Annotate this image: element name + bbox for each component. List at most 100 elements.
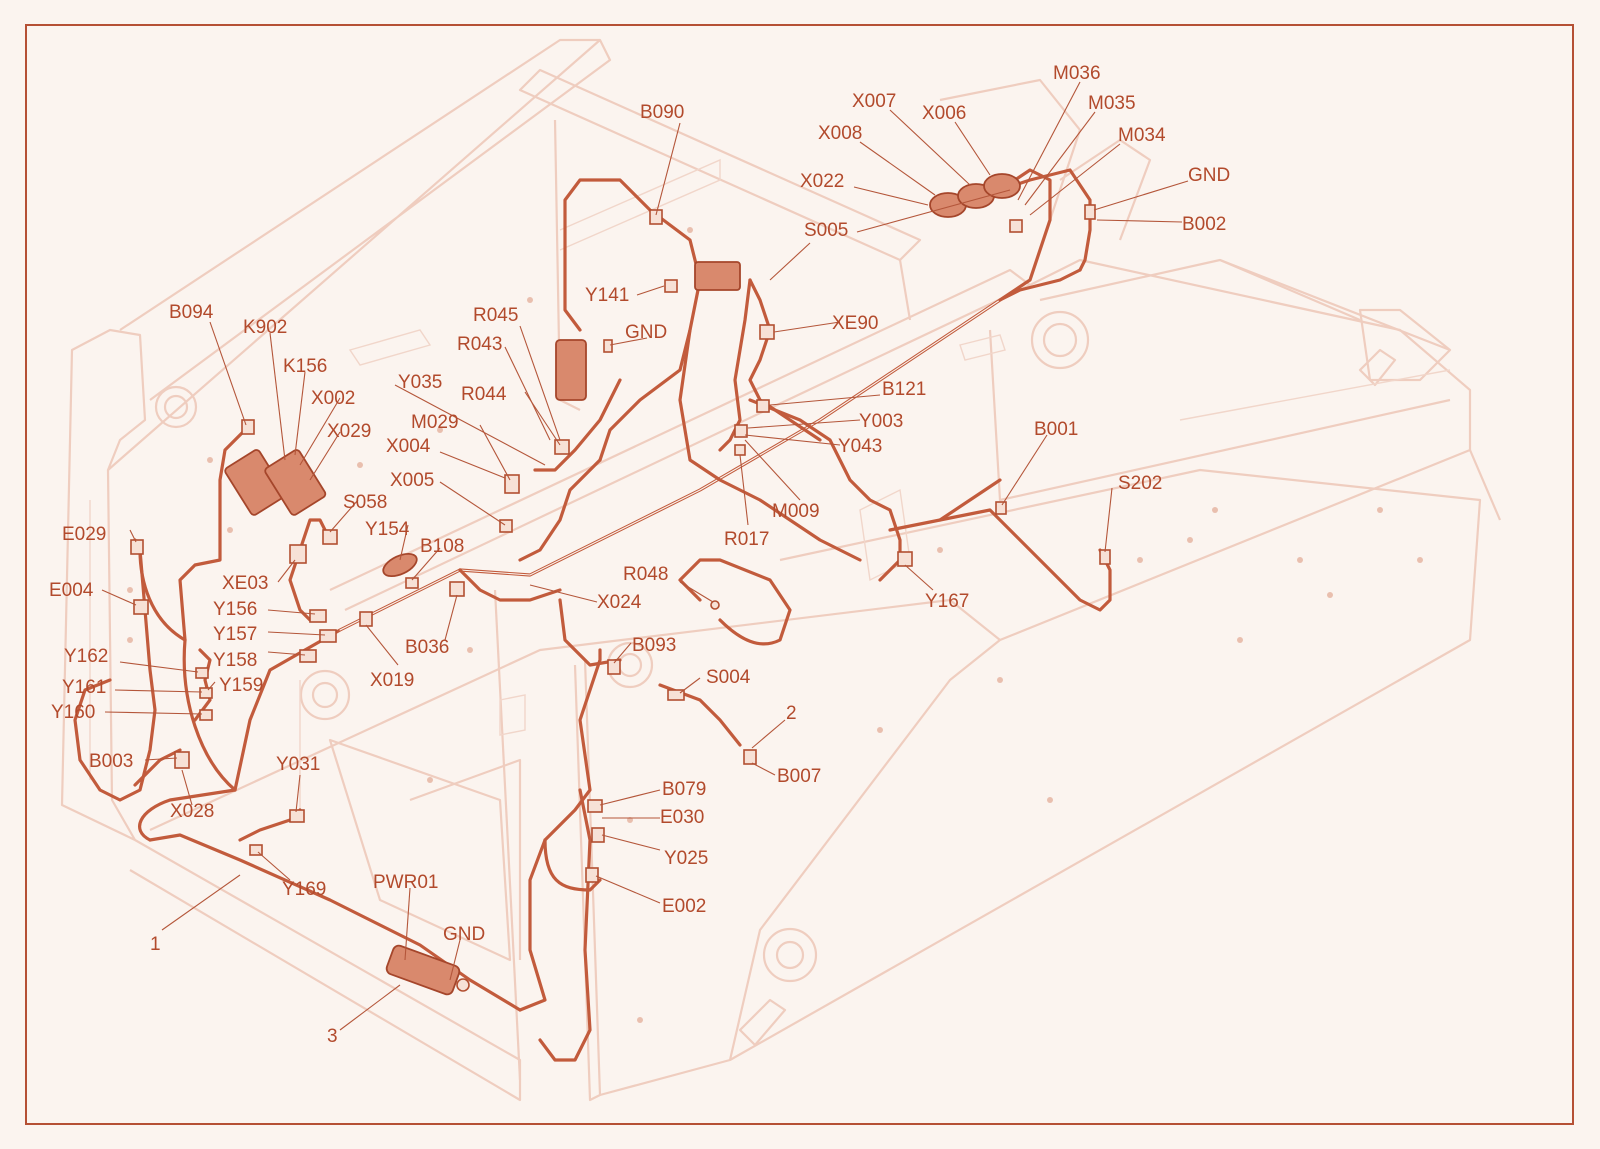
label-x022: X022 — [800, 171, 844, 192]
label-y158: Y158 — [213, 650, 257, 671]
label-callout-3: 3 — [327, 1026, 338, 1047]
y154-solenoid — [382, 552, 418, 578]
xe03-connector — [289, 544, 307, 564]
y003-connector — [734, 424, 748, 438]
label-r043: R043 — [457, 334, 502, 355]
label-s004: S004 — [706, 667, 751, 688]
leader-lines — [101, 81, 1189, 1031]
s202-connector — [1099, 549, 1111, 565]
label-b001: B001 — [1034, 419, 1078, 440]
label-s005: S005 — [804, 220, 848, 241]
y160-connector — [199, 709, 213, 721]
b002-connector — [1084, 204, 1096, 220]
label-x005: X005 — [390, 470, 434, 491]
x005-connector — [499, 519, 513, 533]
e004-connector — [133, 599, 149, 615]
label-x024: X024 — [597, 592, 642, 613]
b007-connector — [743, 749, 757, 765]
y157-connector — [319, 629, 337, 643]
callout-labels: B090 M036 X007 X006 M035 X008 M034 GND X… — [49, 63, 1230, 1047]
label-y162: Y162 — [64, 646, 108, 667]
label-m035: M035 — [1088, 93, 1136, 114]
label-callout-1: 1 — [150, 934, 161, 955]
label-m029: M029 — [411, 412, 459, 433]
label-r048: R048 — [623, 564, 668, 585]
label-r045: R045 — [473, 305, 518, 326]
label-k902: K902 — [243, 317, 287, 338]
label-b007: B007 — [777, 766, 821, 787]
label-x008: X008 — [818, 123, 862, 144]
label-m036: M036 — [1053, 63, 1101, 84]
label-x028: X028 — [170, 801, 214, 822]
label-r044: R044 — [461, 384, 507, 405]
label-e029: E029 — [62, 524, 106, 545]
label-x029: X029 — [327, 421, 371, 442]
label-y167: Y167 — [925, 591, 969, 612]
xe90-connector — [759, 324, 775, 340]
label-y154: Y154 — [365, 519, 410, 540]
s058-connector — [322, 529, 338, 545]
label-y160: Y160 — [51, 702, 95, 723]
s004-connector — [667, 689, 685, 701]
y158-connector — [299, 649, 317, 663]
r017-connector — [734, 444, 746, 456]
label-xe90: XE90 — [832, 313, 878, 334]
label-callout-2: 2 — [786, 703, 797, 724]
label-k156: K156 — [283, 356, 327, 377]
y169-connector — [249, 844, 263, 856]
label-b036: B036 — [405, 637, 449, 658]
e029-connector — [130, 539, 144, 555]
diagram-frame — [25, 24, 1574, 1125]
label-y169: Y169 — [282, 879, 326, 900]
label-gnd-bottom: GND — [443, 924, 485, 945]
b001-connector — [995, 501, 1007, 515]
label-e030: E030 — [660, 807, 704, 828]
b036-connector — [449, 581, 465, 597]
label-b121: B121 — [882, 379, 926, 400]
label-y161: Y161 — [62, 677, 106, 698]
label-x007: X007 — [852, 91, 896, 112]
label-e004: E004 — [49, 580, 94, 601]
label-y159: Y159 — [219, 675, 263, 696]
label-r017: R017 — [724, 529, 769, 550]
m029-connector — [504, 474, 520, 494]
tower-control-module — [555, 339, 587, 401]
label-gnd-top: GND — [1188, 165, 1230, 186]
b003-connector — [174, 751, 190, 769]
y162-connector — [195, 667, 209, 679]
e002-connector — [585, 867, 599, 883]
b094-connector — [241, 419, 255, 435]
label-x002: X002 — [311, 388, 355, 409]
m036-connector — [1009, 219, 1023, 233]
harness-wires — [73, 168, 1112, 1062]
relay-module-right — [264, 449, 327, 516]
label-b079: B079 — [662, 779, 706, 800]
y141-connector — [664, 279, 678, 293]
label-pwr01: PWR01 — [373, 872, 438, 893]
label-e002: E002 — [662, 896, 706, 917]
label-y156: Y156 — [213, 599, 257, 620]
label-y043: Y043 — [838, 436, 882, 457]
label-y141: Y141 — [585, 285, 629, 306]
label-y035: Y035 — [398, 372, 442, 393]
y031-connector — [289, 809, 305, 823]
label-s202: S202 — [1118, 473, 1162, 494]
label-y003: Y003 — [859, 411, 903, 432]
label-y025: Y025 — [664, 848, 708, 869]
gnd-bottom-lug — [456, 978, 470, 992]
r044-connector — [554, 439, 570, 455]
label-x004: X004 — [386, 436, 431, 457]
y156-connector — [309, 609, 327, 623]
r048-sensor — [710, 600, 720, 610]
label-m034: M034 — [1118, 125, 1166, 146]
label-y157: Y157 — [213, 624, 257, 645]
label-xe03: XE03 — [222, 573, 268, 594]
label-m009: M009 — [772, 501, 820, 522]
chassis-outline — [60, 38, 1502, 1102]
label-s058: S058 — [343, 492, 387, 513]
label-b003: B003 — [89, 751, 133, 772]
label-b002: B002 — [1182, 214, 1226, 235]
label-x006: X006 — [922, 103, 966, 124]
y161-connector — [199, 687, 213, 699]
